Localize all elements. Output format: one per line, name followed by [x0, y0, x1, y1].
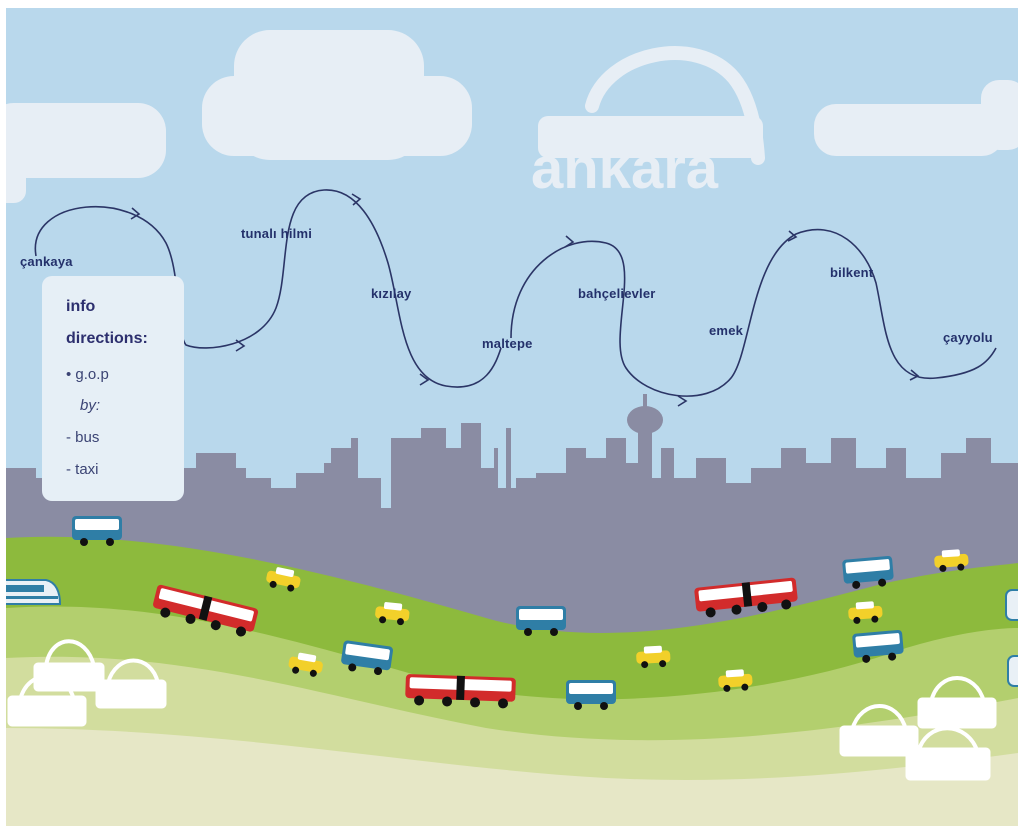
- vehicle-taxi: [288, 652, 323, 677]
- clouds: [6, 30, 1018, 203]
- vehicle-taxi: [375, 602, 410, 626]
- vehicle-blue-bus: [842, 555, 894, 589]
- cloud-icon: [814, 104, 1004, 156]
- info-panel: info directions: • g.o.p by: - bus - tax…: [42, 276, 184, 501]
- stop-label-emek[interactable]: emek: [709, 323, 744, 338]
- minaret-icon: [506, 428, 511, 488]
- vehicle-red-bus: [405, 674, 516, 709]
- ground: [6, 728, 1018, 826]
- logo-text: ankara: [531, 136, 719, 201]
- vehicle-blue-bus: [341, 640, 393, 676]
- vehicle-blue-bus: [566, 680, 616, 710]
- basket-icon: [33, 639, 105, 692]
- directions-heading: directions:: [66, 330, 148, 347]
- baskets: [7, 639, 997, 781]
- basket-icon: [839, 704, 919, 757]
- logo-bar: [538, 116, 763, 158]
- background-illustration: ankara: [6, 30, 1018, 826]
- cloud-icon: [981, 80, 1018, 150]
- basket-icon: [917, 676, 997, 729]
- direction-item-taxi[interactable]: - taxi: [66, 461, 99, 478]
- stop-label-bahcelievler[interactable]: bahçelievler: [578, 286, 656, 301]
- basket-icon: [95, 658, 167, 709]
- cloud-icon: [6, 103, 166, 178]
- vehicle-blue-bus: [72, 516, 122, 546]
- vehicle-taxi: [266, 567, 301, 592]
- cloud-icon: [202, 76, 472, 156]
- vehicle-train: [1005, 589, 1018, 621]
- vehicle-taxi: [934, 549, 969, 572]
- logo: ankara: [531, 46, 765, 201]
- direction-item-bus[interactable]: - bus: [66, 429, 100, 446]
- info-title[interactable]: info: [66, 298, 96, 315]
- vehicle-red-bus: [153, 584, 259, 637]
- direction-item-by: by:: [80, 397, 101, 414]
- direction-item-gop[interactable]: • g.o.p: [66, 366, 109, 383]
- scene: ankara: [6, 8, 1018, 826]
- vehicle-taxi: [718, 669, 753, 692]
- stop-label-tunali-hilmi[interactable]: tunalı hilmi: [241, 226, 313, 241]
- stop-label-kizilay[interactable]: kızılay: [371, 286, 412, 301]
- vehicle-taxi: [848, 601, 883, 624]
- route-line: [34, 189, 997, 407]
- stop-label-maltepe[interactable]: maltepe: [482, 336, 533, 351]
- basket-icon: [905, 726, 991, 781]
- tv-tower-icon: [627, 394, 663, 488]
- basket-icon: [7, 674, 87, 727]
- stop-label-cankaya[interactable]: çankaya: [20, 254, 73, 269]
- vehicle-train: [1007, 655, 1018, 687]
- vehicle-red-bus: [694, 577, 798, 618]
- stop-label-bilkent[interactable]: bilkent: [830, 265, 874, 280]
- vehicle-train: [6, 579, 62, 605]
- vehicle-blue-bus: [852, 629, 904, 663]
- vehicles: [6, 516, 1018, 710]
- vehicle-blue-bus: [516, 606, 566, 636]
- stop-label-cayyolu[interactable]: çayyolu: [943, 330, 993, 345]
- vehicle-taxi: [636, 645, 671, 669]
- cloud-icon: [6, 148, 26, 203]
